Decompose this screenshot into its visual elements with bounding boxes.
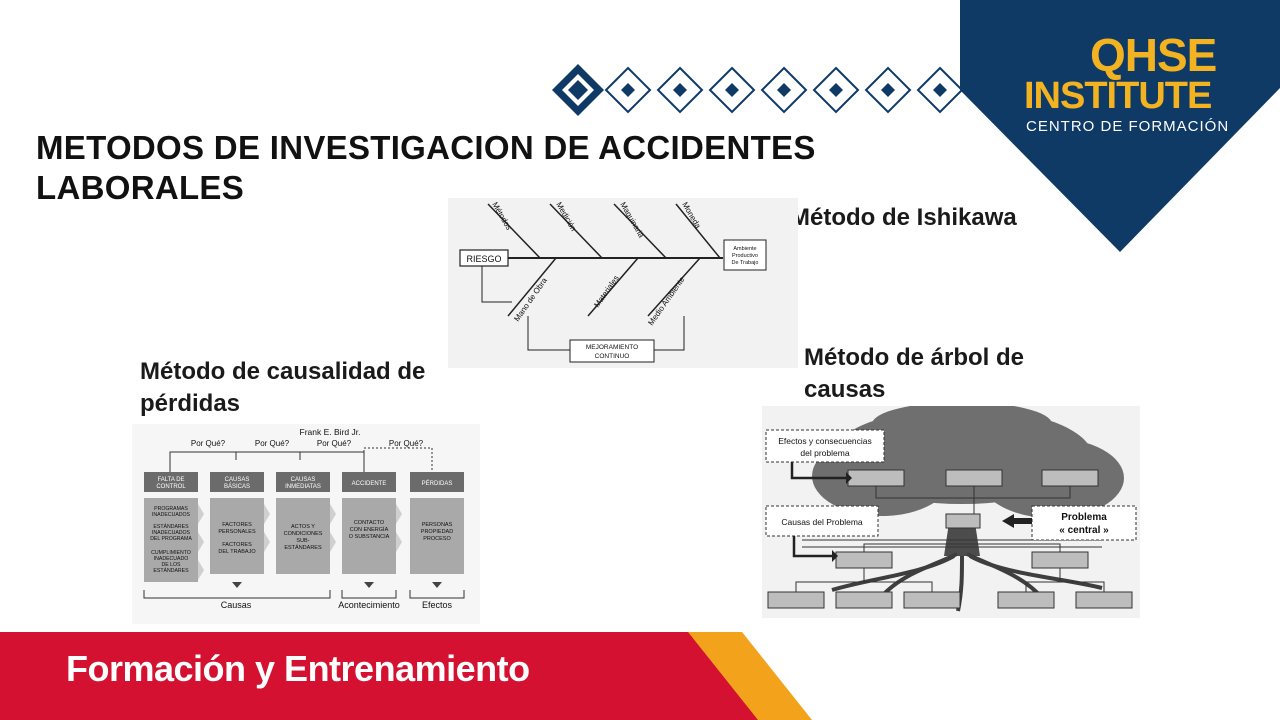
label-causalidad-line2: pérdidas <box>140 390 241 417</box>
bird-arrow-icons <box>198 504 402 580</box>
bird-header-4a: ACCIDENTE <box>352 481 387 487</box>
bird-col4-line: CONTACTO <box>354 520 385 526</box>
ishikawa-diagram: RIESGO Ambiente Productivo De Trabajo Mé… <box>448 198 798 368</box>
bird-header-boxes <box>144 472 464 492</box>
bird-col1-line: DEL PROGRAMA <box>150 536 192 542</box>
bird-col2-line: FACTORES <box>222 542 252 548</box>
bird-col1-line: PROGRAMAS <box>154 506 188 512</box>
bird-why-1: Por Qué? <box>191 439 226 448</box>
bird-author: Frank E. Bird Jr. <box>300 427 361 437</box>
bird-why-3: Por Qué? <box>317 439 352 448</box>
ishikawa-tail-box <box>723 239 767 271</box>
ishikawa-head-box <box>459 249 509 267</box>
bird-col3-line: ACTOS Y <box>291 524 315 530</box>
bird-col3-line: CONDICIONES <box>284 531 323 537</box>
label-arbol-line1: Método de árbol de <box>804 344 1025 371</box>
ishikawa-loop-line2: CONTINUO <box>595 353 630 360</box>
ishikawa-loop-line1: MEJORAMIENTO <box>586 344 638 351</box>
label-causalidad: Método de causalidad de pérdidas <box>140 356 425 420</box>
diamond-icon <box>604 66 964 114</box>
logo-line2: INSTITUTE <box>1024 75 1212 117</box>
bird-body-boxes <box>144 498 464 582</box>
page-title: METODOS DE INVESTIGACION DE ACCIDENTES L… <box>36 128 936 208</box>
bird-col5-line: PERSONAS <box>422 522 453 528</box>
bird-col4-text: CONTACTO CON ENERGÍA O SUBSTANCIA <box>349 520 390 540</box>
bird-header-2b: BÁSICAS <box>224 483 250 490</box>
bird-col5-line: PROCESO <box>423 536 451 542</box>
footer-orange-shape <box>688 632 812 720</box>
tree-effects-line2: del problema <box>800 448 849 458</box>
bird-diagram: Frank E. Bird Jr. Por Qué? Por Qué? Por … <box>132 424 480 624</box>
bird-col2-line: PERSONALES <box>218 529 256 535</box>
bird-col2-text: FACTORES PERSONALES FACTORES DEL TRABAJO <box>218 522 256 555</box>
bird-col1-line: INADECUADOS <box>152 530 191 536</box>
tree-diagram: Efectos y consecuencias del problema Cau… <box>762 406 1140 618</box>
bird-why-2: Por Qué? <box>255 439 290 448</box>
bird-header-3b: INMEDIATAS <box>285 484 321 490</box>
bird-header-2a: CAUSAS <box>225 477 250 483</box>
bird-col3-line: SUB- <box>296 538 309 544</box>
tree-effects-line1: Efectos y consecuencias <box>778 436 872 446</box>
bird-col2-line: FACTORES <box>222 522 252 528</box>
tree-causes-box <box>765 505 879 537</box>
tree-connectors <box>795 486 1105 592</box>
bird-bottom-acontecimiento: Acontecimiento <box>338 600 400 610</box>
label-causalidad-line1: Método de causalidad de <box>140 358 426 385</box>
logo-line1: QHSE <box>1090 29 1217 81</box>
bird-col1-line: INADECUADOS <box>152 512 191 518</box>
logo-banner <box>960 0 1280 252</box>
footer-band <box>0 632 812 720</box>
diamond-large-icon <box>552 64 604 116</box>
ishikawa-head-text: RIESGO <box>466 254 501 264</box>
ishikawa-tail-line2: Productivo <box>732 253 758 259</box>
bird-header-1a: FALTA DE <box>157 477 184 483</box>
tree-causes-label: Causas del Problema <box>781 517 863 527</box>
title-line1: METODOS DE INVESTIGACION DE ACCIDENTES <box>36 129 816 166</box>
bird-why-4: Por Qué? <box>389 439 424 448</box>
bird-col1-line: ESTÁNDARES <box>153 567 189 574</box>
bird-col4-line: CON ENERGÍA <box>350 526 389 533</box>
tree-effects-arrow <box>790 462 846 480</box>
bird-col5-text: PERSONAS PROPIEDAD PROCESO <box>421 522 453 542</box>
bird-col1-line: DE LOS <box>161 562 181 568</box>
ishikawa-tail-line1: Ambiente <box>733 246 756 252</box>
navy-diamond-shape <box>960 0 1280 252</box>
diamond-inner-icon <box>621 83 947 97</box>
bird-bottom-efectos: Efectos <box>422 600 453 610</box>
bird-col4-line: O SUBSTANCIA <box>349 534 390 540</box>
logo-subtitle: CENTRO DE FORMACIÓN <box>1026 118 1230 135</box>
bird-header-3a: CAUSAS <box>291 477 316 483</box>
bird-col1-line: ESTÁNDARES <box>153 523 189 530</box>
tree-central-line2: « central » <box>1059 525 1109 536</box>
tree-central-arrow-icon <box>1002 514 1014 528</box>
bird-col2-line: DEL TRABAJO <box>218 549 256 555</box>
bird-col1-line: INADECUADO <box>154 556 189 562</box>
bird-bottom-causas: Causas <box>221 600 252 610</box>
title-line2: LABORALES <box>36 169 245 206</box>
bird-down-arrow-icons <box>232 582 442 588</box>
label-ishikawa: Método de Ishikawa <box>790 204 1017 231</box>
ishikawa-tail-line3: De Trabajo <box>732 260 759 266</box>
bird-col3-line: ESTÁNDARES <box>284 544 322 551</box>
bird-col1-text: PROGRAMAS INADECUADOS ESTÁNDARES INADECU… <box>150 506 192 574</box>
label-arbol: Método de árbol de causas <box>804 342 1024 406</box>
ishikawa-loop-box <box>569 339 655 363</box>
bird-header-5a: PÉRDIDAS <box>422 480 453 487</box>
tree-central-line1: Problema <box>1061 512 1107 523</box>
decorative-diamonds <box>552 64 964 116</box>
bird-col5-line: PROPIEDAD <box>421 529 453 535</box>
bird-header-1b: CONTROL <box>156 484 186 490</box>
label-arbol-line2: causas <box>804 376 886 403</box>
footer-text: Formación y Entrenamiento <box>66 648 530 689</box>
bird-col3-text: ACTOS Y CONDICIONES SUB- ESTÁNDARES <box>284 524 323 551</box>
tree-causes-arrow <box>792 536 832 558</box>
tree-central-box <box>1031 505 1137 541</box>
footer-red-shape <box>0 632 770 720</box>
tree-effects-box <box>765 429 885 463</box>
bird-col1-line: CUMPLIMIENTO <box>151 550 191 556</box>
